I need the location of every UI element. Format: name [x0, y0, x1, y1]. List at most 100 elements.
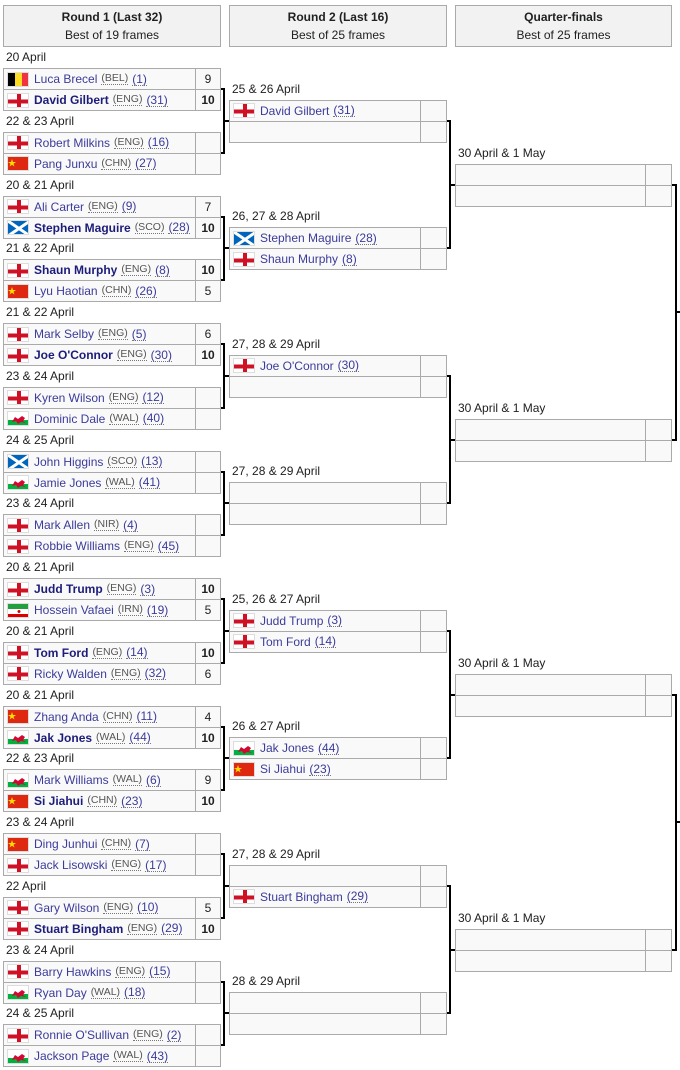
score-cell: [196, 452, 220, 472]
player-name-link[interactable]: Stuart Bingham: [260, 889, 343, 904]
player-name-link[interactable]: Gary Wilson: [34, 900, 100, 915]
chn-flag-icon: [7, 709, 29, 724]
player-name-link[interactable]: Ali Carter: [34, 199, 85, 214]
player-name-link[interactable]: Jak Jones: [260, 741, 315, 756]
player-cell: [456, 419, 646, 440]
score-cell: [196, 388, 220, 408]
eng-flag-icon: [233, 613, 255, 629]
player-name-link[interactable]: Mark Williams: [34, 773, 109, 788]
score-cell: 10: [201, 730, 215, 745]
nationality-abbr: (WAL): [113, 1049, 143, 1063]
player-row: Mark Allen(NIR)(4): [3, 514, 221, 537]
wal-flag-icon: [7, 475, 29, 490]
player-row: Shaun Murphy(8): [229, 248, 447, 271]
score-cell: 5: [204, 900, 212, 915]
player-name-link[interactable]: David Gilbert: [34, 93, 109, 107]
player-name-link[interactable]: Robbie Williams: [34, 539, 121, 554]
player-row: Si Jiahui(CHN)(23)10: [3, 790, 221, 813]
eng-flag-icon: [7, 921, 29, 937]
player-name-link[interactable]: Zhang Anda: [34, 709, 99, 724]
player-name-link[interactable]: Hossein Vafaei: [34, 603, 114, 617]
player-name-link[interactable]: Jack Lisowski: [34, 858, 108, 872]
score-cell: 10: [201, 794, 215, 809]
eng-flag-icon: [7, 135, 29, 151]
player-name-link[interactable]: Si Jiahui: [260, 762, 306, 777]
empty-player-row: [455, 163, 672, 186]
player-name-link[interactable]: Tom Ford: [260, 634, 311, 649]
player-row: Tom Ford(ENG)(14)10: [3, 641, 221, 664]
player-name-link[interactable]: David Gilbert: [260, 103, 330, 118]
match-date: 20 & 21 April: [6, 623, 75, 638]
player-name-link[interactable]: Robert Milkins: [34, 135, 111, 150]
player-name-link[interactable]: Kyren Wilson: [34, 390, 105, 405]
player-name-link[interactable]: Barry Hawkins: [34, 964, 112, 979]
chn-flag-icon: [7, 793, 29, 809]
player-name-link[interactable]: Stephen Maguire: [34, 220, 131, 235]
bracket-connector-line: [672, 693, 677, 696]
player-name-link[interactable]: Ricky Walden: [34, 666, 107, 681]
match-date: 20 April: [6, 50, 47, 64]
player-name-link[interactable]: Mark Selby: [34, 327, 95, 341]
player-name-link[interactable]: Ryan Day: [34, 985, 87, 1000]
player-name-link[interactable]: Ronnie O'Sullivan: [34, 1028, 130, 1043]
player-cell: Stephen Maguire(28): [230, 228, 421, 249]
eng-flag-icon: [7, 347, 29, 363]
player-name-link[interactable]: Judd Trump: [34, 582, 103, 596]
seed-number: (1): [132, 71, 147, 86]
player-row: Gary Wilson(ENG)(10)5: [3, 896, 221, 919]
player-cell: David Gilbert(ENG)(31): [4, 90, 196, 110]
nationality-abbr: (CHN): [101, 156, 132, 170]
sco-flag-icon: [7, 220, 29, 235]
match-date: 20 & 21 April: [6, 560, 75, 574]
player-name-link[interactable]: Mark Allen: [34, 518, 91, 533]
player-name-link[interactable]: Stephen Maguire: [260, 231, 352, 246]
player-name-link[interactable]: Tom Ford: [34, 645, 89, 660]
player-cell: Mark Allen(NIR)(4): [4, 515, 196, 536]
player-name-link[interactable]: Jak Jones: [34, 730, 93, 745]
score-cell: [421, 759, 446, 779]
player-name-link[interactable]: Jamie Jones: [34, 475, 102, 490]
player-name-link[interactable]: Joe O'Connor: [260, 358, 334, 373]
sco-flag-icon: [233, 230, 255, 246]
player-cell: [456, 695, 646, 716]
player-name-link[interactable]: Shaun Murphy: [34, 263, 118, 278]
seed-number: (44): [129, 730, 151, 744]
player-row: Kyren Wilson(ENG)(12): [3, 386, 221, 409]
player-row: Ricky Walden(ENG)(32)6: [3, 662, 221, 685]
player-name-link[interactable]: Ding Junhui: [34, 837, 98, 851]
player-name-link[interactable]: Dominic Dale: [34, 411, 106, 426]
score-cell: [196, 962, 220, 982]
player-name-link[interactable]: Shaun Murphy: [260, 252, 339, 267]
seed-number: (23): [309, 761, 331, 776]
seed-number: (5): [131, 326, 147, 341]
score-cell: [421, 738, 446, 758]
score-cell: [196, 154, 220, 174]
player-name-link[interactable]: Jackson Page: [34, 1049, 110, 1064]
player-cell: [230, 504, 421, 525]
player-row: David Gilbert(ENG)(31)10: [3, 89, 221, 111]
player-cell: Si Jiahui(23): [230, 759, 421, 780]
player-name-link[interactable]: Si Jiahui: [34, 794, 84, 809]
bracket-connector-line: [449, 438, 455, 441]
seed-number: (29): [346, 889, 369, 904]
seed-number: (28): [355, 230, 377, 245]
player-name-link[interactable]: Joe O'Connor: [34, 348, 113, 362]
player-name-link[interactable]: John Higgins: [34, 454, 104, 469]
player-cell: Jamie Jones(WAL)(41): [4, 472, 196, 493]
nationality-abbr: (WAL): [96, 730, 126, 744]
player-name-link[interactable]: Pang Junxu: [34, 156, 98, 171]
nationality-abbr: (CHN): [101, 837, 132, 850]
score-cell: [196, 834, 220, 854]
player-name-link[interactable]: Judd Trump: [260, 613, 324, 628]
player-name-link[interactable]: Stuart Bingham: [34, 921, 124, 936]
player-name-link[interactable]: Lyu Haotian: [34, 284, 98, 299]
seed-number: (8): [342, 251, 357, 266]
bracket-connector-line: [675, 821, 680, 824]
bracket-connector-line: [675, 311, 680, 314]
seed-number: (28): [168, 220, 190, 234]
score-cell: 9: [204, 773, 212, 788]
score-cell: [421, 228, 446, 248]
player-row: Shaun Murphy(ENG)(8)10: [3, 259, 221, 282]
nationality-abbr: (ENG): [103, 900, 134, 914]
player-name-link[interactable]: Luca Brecel: [34, 72, 98, 86]
